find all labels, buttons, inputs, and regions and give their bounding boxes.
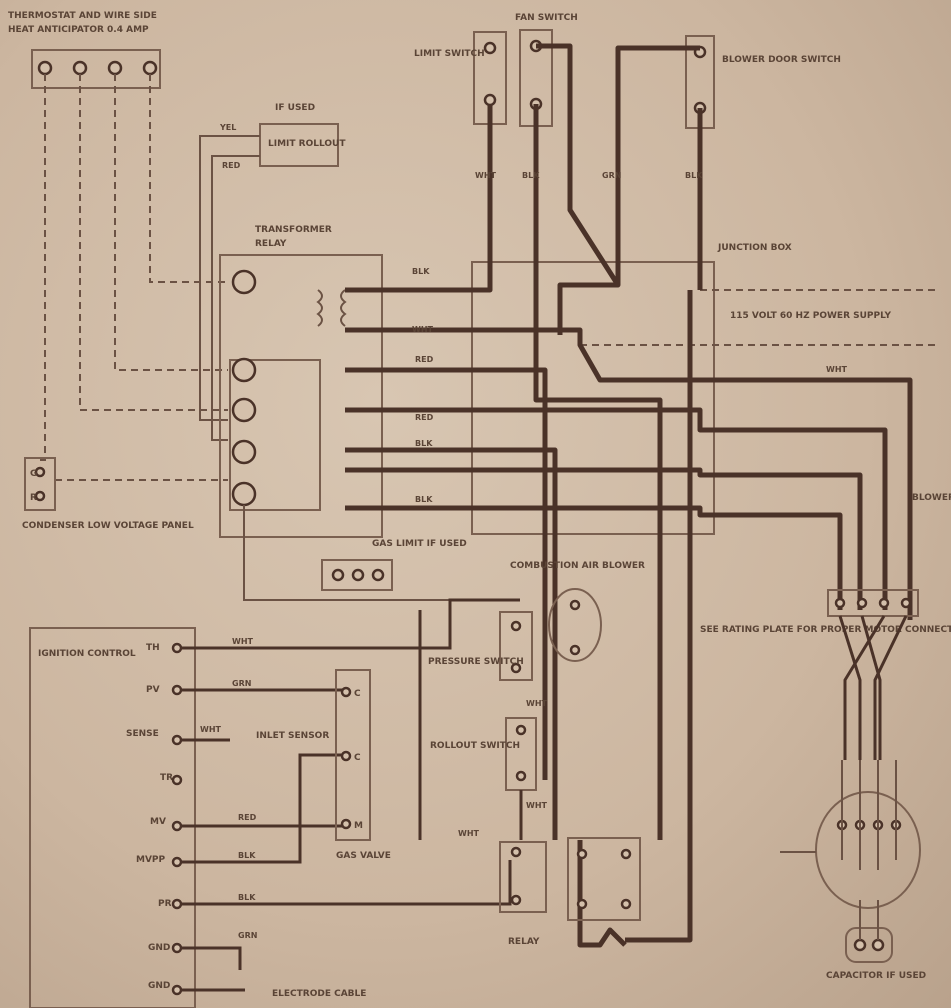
condenser-terminal-r: R [30, 493, 37, 503]
rating-plate-note: SEE RATING PLATE FOR PROPER MOTOR CONNEC… [700, 625, 951, 635]
wire-label-wht-2: WHT [826, 365, 848, 374]
wire-label-wht-rollout: WHT [526, 801, 548, 810]
limit-rollout-label: LIMIT ROLLOUT [268, 139, 346, 149]
wire-label-blk-3: BLK [415, 495, 433, 504]
blower-door-switch-label: BLOWER DOOR SWITCH [722, 55, 841, 65]
ignition-terminals [171, 642, 183, 996]
terminal-sense: SENSE [126, 729, 159, 739]
terminal-mv: MV [150, 817, 166, 827]
pressure-switch-label: PRESSURE SWITCH [428, 657, 524, 667]
gas-valve-terminal-c2: C [354, 753, 361, 763]
gas-limit [321, 559, 393, 591]
terminal-gnd-2: GND [148, 981, 170, 991]
wire-label-red-2: RED [415, 413, 434, 422]
junction-box-label: JUNCTION BOX [717, 243, 792, 253]
relay-top-label: RELAY [255, 239, 287, 249]
wire-label-red-1: RED [415, 355, 434, 364]
condenser-panel [24, 457, 56, 511]
wire-label-red-rollout: RED [222, 161, 241, 170]
fan-switch-label: FAN SWITCH [515, 13, 578, 23]
thermostat-header-line2: HEAT ANTICIPATOR 0.4 AMP [8, 25, 149, 35]
electrode-cable-label: ELECTRODE CABLE [272, 989, 366, 999]
thermostat-dashed-wires [40, 74, 228, 481]
combustion-blower-label: COMBUSTION AIR BLOWER [510, 561, 645, 571]
blower-motor-label: BLOWER MOTOR [912, 493, 951, 503]
relay-bottom-label: RELAY [508, 937, 540, 947]
wire-label-wht-sense: WHT [200, 725, 222, 734]
power-wires [345, 43, 913, 948]
wire-label-yel: YEL [219, 123, 236, 132]
transformer-label: TRANSFORMER [255, 225, 332, 235]
relay-contacts [567, 837, 641, 921]
limit-switch [473, 31, 507, 125]
capacitor-label: CAPACITOR IF USED [826, 971, 926, 981]
ignition-wires [181, 598, 520, 992]
wire-label-blk-1: BLK [412, 267, 430, 276]
inlet-sensor-label: INLET SENSOR [256, 731, 329, 741]
power-supply-label: 115 VOLT 60 HZ POWER SUPPLY [730, 311, 891, 321]
terminal-th: TH [146, 643, 160, 653]
limit-switch-label: LIMIT SWITCH [414, 49, 485, 59]
combustion-air-blower [548, 588, 602, 662]
thermostat-terminal-block [31, 49, 161, 89]
wire-label-blk-mvpp: BLK [238, 851, 256, 860]
limit-rollout-ifused: IF USED [275, 103, 315, 113]
terminal-tr: TR [160, 773, 173, 783]
wire-label-grn-vert: GRN [602, 171, 621, 180]
wire-label-blk-2: BLK [415, 439, 433, 448]
terminal-gnd-1: GND [148, 943, 170, 953]
terminal-pr: PR [158, 899, 172, 909]
rollout-switch [505, 717, 537, 791]
wire-label-grn-pv: GRN [232, 679, 251, 688]
gas-valve-terminal-m: M [354, 821, 363, 831]
pressure-switch [499, 611, 533, 681]
terminal-mvpp: MVPP [136, 855, 166, 865]
gas-limit-wire [243, 505, 450, 601]
condenser-terminal-g: G [30, 469, 37, 479]
wire-label-wht-pressure: WHT [526, 699, 548, 708]
wire-label-wht-th: WHT [232, 637, 254, 646]
wire-label-grn-gnd: GRN [238, 931, 257, 940]
thermostat-header-line1: THERMOSTAT AND WIRE SIDE [8, 11, 157, 21]
wire-label-wht-relay: WHT [458, 829, 480, 838]
condenser-panel-label: CONDENSER LOW VOLTAGE PANEL [22, 521, 194, 531]
ignition-control-label: IGNITION CONTROL [38, 649, 136, 659]
wire-label-wht-1: WHT [412, 325, 434, 334]
gas-valve [335, 669, 371, 841]
motor-terminal-strip [827, 589, 919, 617]
wire-label-red-mv: RED [238, 813, 257, 822]
capacitor [845, 900, 893, 963]
junction-box [471, 261, 715, 535]
rollout-wire-yel [199, 135, 260, 421]
blower-motor [780, 615, 921, 909]
transformer-relay-block [219, 254, 383, 538]
rollout-switch-label: ROLLOUT SWITCH [430, 741, 520, 751]
gas-valve-label: GAS VALVE [336, 851, 391, 861]
wire-label-blk-door: BLK [685, 171, 703, 180]
wire-label-blk-pr: BLK [238, 893, 256, 902]
gas-limit-label: GAS LIMIT IF USED [372, 539, 467, 549]
wire-label-blk-vert: BLK [522, 171, 540, 180]
ignition-control [29, 627, 196, 1008]
wire-label-wht-vert: WHT [475, 171, 497, 180]
terminal-pv: PV [146, 685, 160, 695]
relay-bottom [499, 841, 547, 913]
limit-rollout [259, 123, 339, 167]
gas-valve-terminal-c1: C [354, 689, 361, 699]
